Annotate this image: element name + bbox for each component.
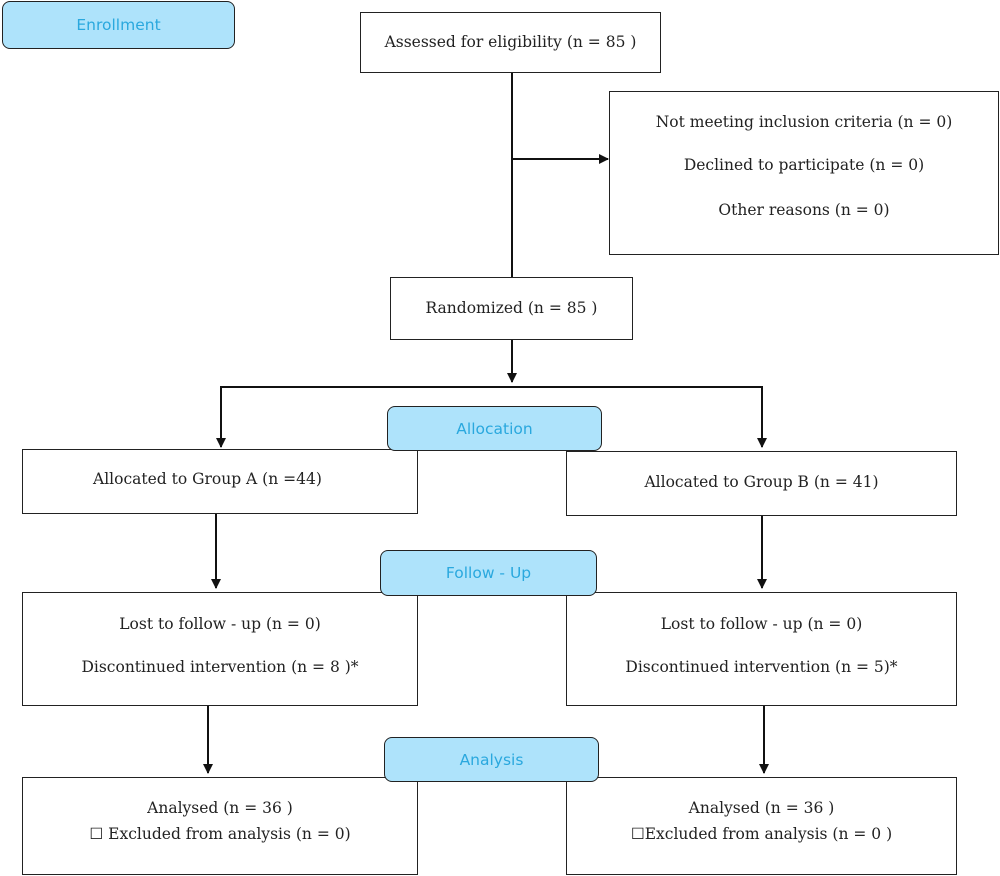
group-a-allocated-text: Allocated to Group A (n =44) xyxy=(93,470,322,488)
stage-enrollment: Enrollment xyxy=(2,1,235,49)
excluded-box: Not meeting inclusion criteria (n = 0) D… xyxy=(609,91,999,255)
group-b-followup-box: Lost to follow - up (n = 0) Discontinued… xyxy=(566,592,957,706)
excluded-other: Other reasons (n = 0) xyxy=(718,201,890,219)
group-b-excluded-analysis: ☐Excluded from analysis (n = 0 ) xyxy=(630,825,893,843)
group-a-analysed: Analysed (n = 36 ) xyxy=(147,799,293,817)
group-b-allocated-text: Allocated to Group B (n = 41) xyxy=(644,473,879,491)
stage-analysis-label: Analysis xyxy=(459,750,524,769)
stage-analysis: Analysis xyxy=(384,737,599,782)
group-b-lost: Lost to follow - up (n = 0) xyxy=(660,615,863,633)
group-a-analysis-box: Analysed (n = 36 ) ☐ Excluded from analy… xyxy=(22,777,418,875)
group-b-discontinued: Discontinued intervention (n = 5)* xyxy=(625,658,898,676)
stage-allocation: Allocation xyxy=(387,406,602,451)
stage-followup-label: Follow - Up xyxy=(445,564,532,582)
stage-allocation-label: Allocation xyxy=(456,419,533,438)
assessed-text: Assessed for eligibility (n = 85 ) xyxy=(384,33,637,51)
assessed-box: Assessed for eligibility (n = 85 ) xyxy=(360,12,661,73)
randomized-box: Randomized (n = 85 ) xyxy=(390,277,633,340)
group-a-allocated-box: Allocated to Group A (n =44) xyxy=(22,449,418,514)
group-a-followup-box: Lost to follow - up (n = 0) Discontinued… xyxy=(22,592,418,706)
group-a-lost: Lost to follow - up (n = 0) xyxy=(119,615,321,633)
stage-followup: Follow - Up xyxy=(380,550,597,596)
stage-enrollment-label: Enrollment xyxy=(76,16,161,34)
randomized-text: Randomized (n = 85 ) xyxy=(425,299,598,317)
group-b-analysed: Analysed (n = 36 ) xyxy=(688,799,835,817)
group-b-analysis-box: Analysed (n = 36 ) ☐Excluded from analys… xyxy=(566,777,957,875)
excluded-not-meeting: Not meeting inclusion criteria (n = 0) xyxy=(655,113,953,131)
group-b-allocated-box: Allocated to Group B (n = 41) xyxy=(566,451,957,516)
excluded-declined: Declined to participate (n = 0) xyxy=(683,156,925,174)
group-a-discontinued: Discontinued intervention (n = 8 )* xyxy=(81,658,359,676)
group-a-excluded-analysis: ☐ Excluded from analysis (n = 0) xyxy=(89,825,351,843)
